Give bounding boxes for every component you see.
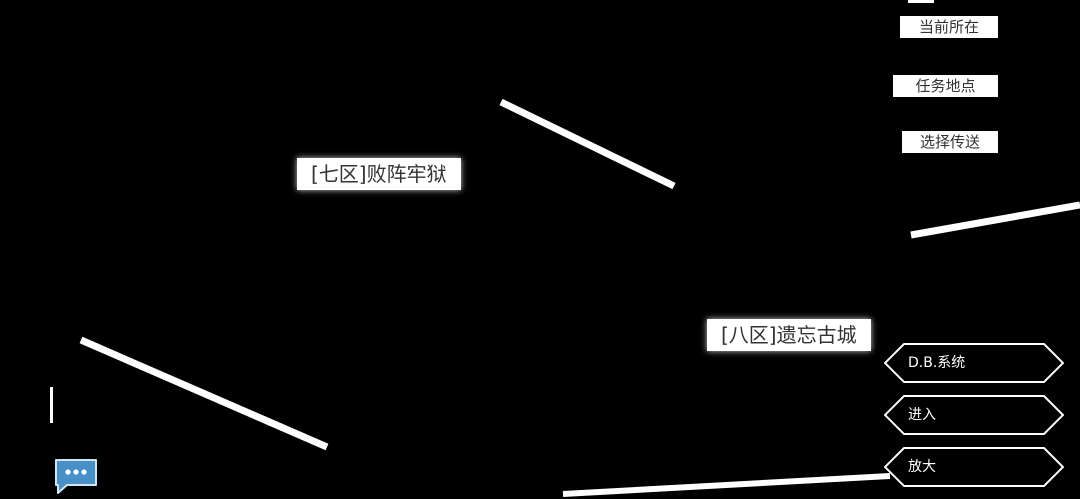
- hex-frame-icon: [884, 395, 1064, 435]
- route-line-bottom: [562, 473, 891, 497]
- zoom-in-button[interactable]: 放大: [884, 447, 1064, 487]
- zoom-in-label: 放大: [908, 459, 936, 475]
- hex-frame-icon: [884, 447, 1064, 487]
- enter-button[interactable]: 进入: [884, 395, 1064, 435]
- db-system-label: D.B.系统: [908, 355, 966, 371]
- route-line-left: [79, 336, 329, 451]
- route-line-upper: [499, 98, 676, 190]
- db-system-button[interactable]: D.B.系统: [884, 343, 1064, 383]
- enter-label: 进入: [908, 407, 936, 423]
- chat-button[interactable]: [53, 457, 99, 495]
- region-label-zone7[interactable]: [七区]败阵牢狱: [297, 158, 461, 190]
- map-edge-marker-left: [50, 387, 53, 423]
- chat-bubble-icon: [55, 459, 97, 494]
- route-line-right: [910, 201, 1080, 239]
- region-label-zone8[interactable]: [八区]遗忘古城: [707, 319, 871, 351]
- current-location-button[interactable]: 当前所在: [900, 16, 998, 38]
- map-edge-marker: [908, 0, 934, 3]
- hex-frame-icon: [884, 343, 1064, 383]
- quest-location-button[interactable]: 任务地点: [893, 75, 998, 97]
- select-teleport-button[interactable]: 选择传送: [902, 131, 998, 153]
